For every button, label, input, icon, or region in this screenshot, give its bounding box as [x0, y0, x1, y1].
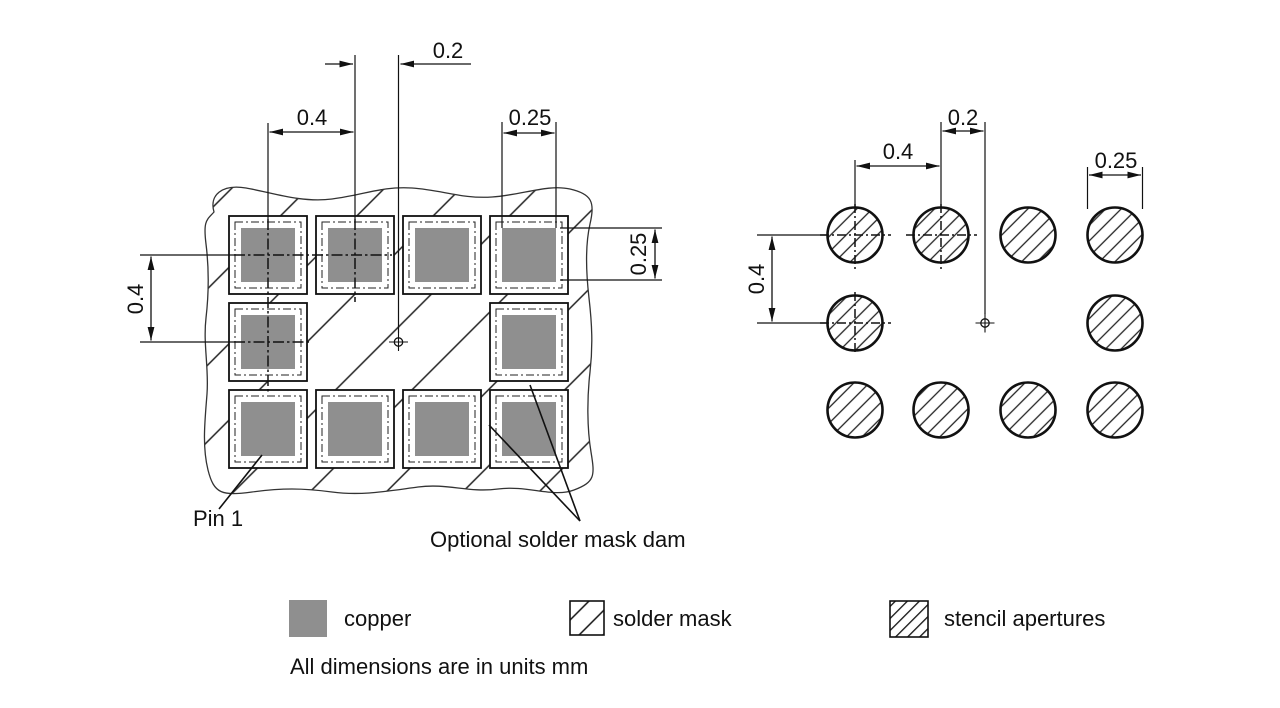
left-dimensions [147, 60, 659, 341]
legend-solder-mask-label: solder mask [613, 606, 733, 631]
pad-cell [489, 215, 569, 295]
pin1-label: Pin 1 [193, 506, 243, 531]
dim-label-offset: 0.2 [948, 105, 979, 130]
stencil-aperture [999, 381, 1057, 439]
stencil-aperture [826, 381, 884, 439]
legend-copper-label: copper [344, 606, 411, 631]
legend-stencil-swatch [889, 600, 929, 638]
pad-cell [402, 389, 482, 469]
pad-cell [228, 389, 308, 469]
legend-copper-swatch [289, 600, 327, 637]
dim-label-offset: 0.2 [433, 38, 464, 63]
center-lines [757, 122, 1144, 354]
pad-cell [489, 302, 569, 382]
stencil-pattern: 0.4 0.2 0.25 0.4 [744, 105, 1144, 439]
dim-label-diameter: 0.25 [1095, 148, 1138, 173]
stencil-aperture [912, 381, 970, 439]
pad-grid [228, 215, 569, 469]
copper-pad [415, 402, 469, 456]
dim-label-pitch-h: 0.4 [883, 139, 914, 164]
dim-label-pad-height: 0.25 [626, 233, 651, 276]
stencil-aperture [1086, 294, 1144, 352]
pin1-leader [218, 454, 263, 510]
stencil-aperture [999, 206, 1057, 264]
legend: copper solder mask stencil apertures All… [289, 600, 1105, 679]
aperture-circles [826, 206, 1144, 439]
pcb-land-pattern: 0.2 0.4 0.25 0.25 0.4 Pin 1 Optional sol… [123, 38, 686, 552]
pad-cell [402, 215, 482, 295]
dim-label-pad-width: 0.25 [509, 105, 552, 130]
dam-leader [488, 424, 581, 522]
copper-pad [328, 402, 382, 456]
copper-pad [415, 228, 469, 282]
solder-mask-dam-label: Optional solder mask dam [430, 527, 686, 552]
legend-solder-mask-swatch [569, 600, 605, 636]
stencil-aperture [1086, 206, 1144, 264]
center-mark [389, 333, 408, 351]
units-note: All dimensions are in units mm [290, 654, 588, 679]
copper-pad [502, 228, 556, 282]
dim-label-pitch-v: 0.4 [744, 264, 769, 295]
copper-pad [241, 402, 295, 456]
pad-cell [315, 389, 395, 469]
dim-label-pitch-v: 0.4 [123, 284, 148, 315]
center-mark [975, 313, 995, 333]
copper-pad [502, 315, 556, 369]
legend-stencil-label: stencil apertures [944, 606, 1105, 631]
center-lines [140, 55, 662, 392]
stencil-aperture [1086, 381, 1144, 439]
right-dimensions [768, 127, 1141, 322]
dim-label-pitch-h: 0.4 [297, 105, 328, 130]
dam-leader [529, 384, 581, 522]
